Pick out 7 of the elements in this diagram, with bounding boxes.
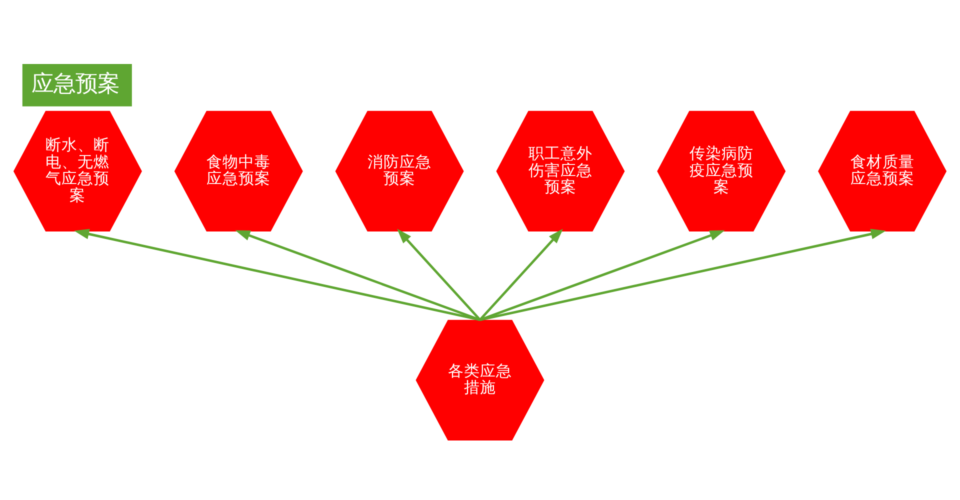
arrow bbox=[74, 228, 480, 322]
arrow bbox=[479, 228, 563, 321]
arrow bbox=[480, 228, 886, 322]
arrow bbox=[397, 228, 481, 321]
diagram-title: 应急预案 bbox=[31, 70, 120, 97]
arrow bbox=[480, 230, 725, 321]
arrow bbox=[235, 230, 480, 321]
